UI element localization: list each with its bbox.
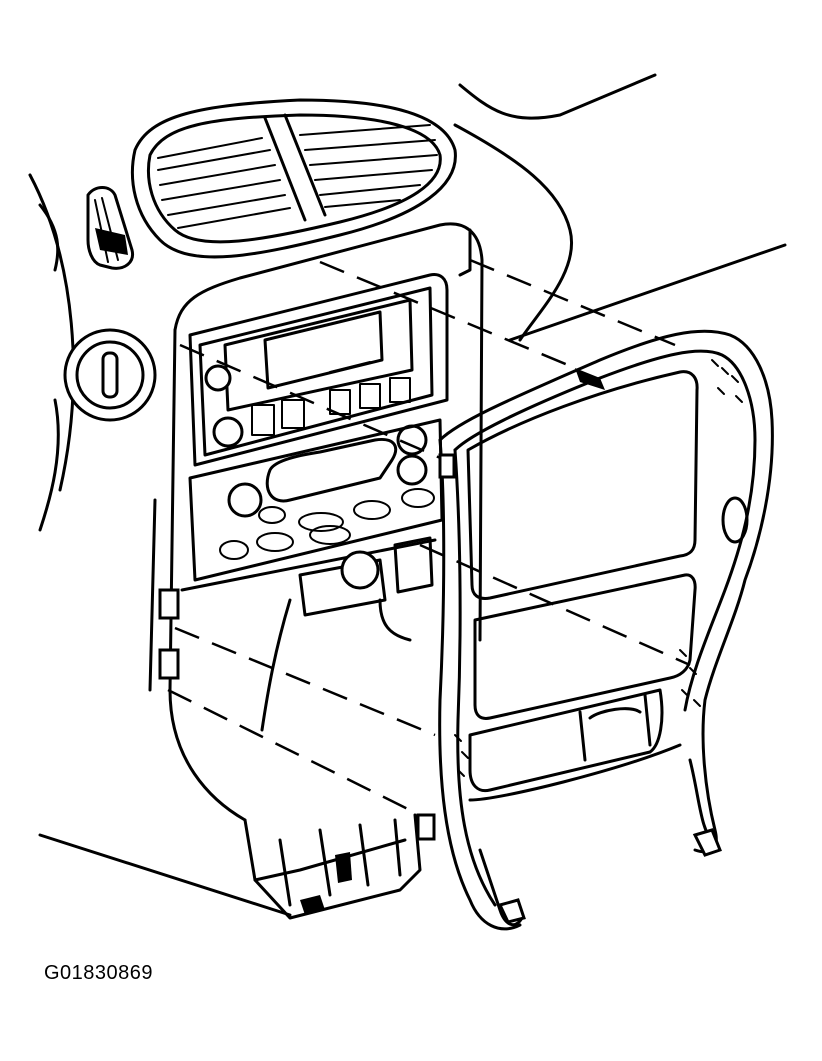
- cavity-clips: [158, 453, 456, 841]
- headlamp-switch: [86, 186, 135, 270]
- center-air-vent: [130, 98, 457, 259]
- leader-line-clip: [508, 243, 787, 390]
- wiring-connector: [260, 536, 434, 732]
- radio-receiver: [188, 273, 449, 467]
- climate-control: [188, 418, 444, 582]
- lower-bracket: [243, 813, 422, 920]
- figure-id-label: G01830869: [44, 962, 154, 984]
- alignment-lines: [167, 258, 691, 822]
- trim-bezel: [438, 329, 774, 931]
- ignition-lock-icon: [63, 328, 157, 422]
- dashboard-outline: [28, 73, 657, 532]
- leader-line-lower-bracket: [38, 833, 292, 917]
- radio-cavity: [148, 222, 484, 822]
